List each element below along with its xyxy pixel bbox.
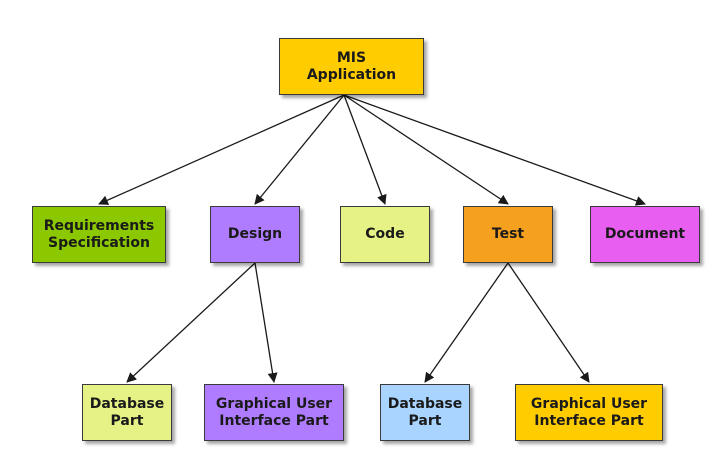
node-document: Document — [590, 206, 700, 263]
connector-arrow-root-to-test — [343, 94, 509, 205]
connector-arrow-root-to-code — [343, 94, 387, 205]
node-label-line: Interface Part — [534, 412, 644, 429]
node-design: Design — [210, 206, 300, 263]
node-label-line: Database — [387, 395, 463, 412]
node-label-line: Graphical User — [215, 395, 333, 412]
connector-arrow-root-to-requirements — [98, 94, 345, 205]
node-code: Code — [340, 206, 430, 263]
node-label-line: Test — [491, 226, 525, 242]
node-test: Test — [463, 206, 553, 263]
connector-arrow-design-to-design_db — [126, 262, 256, 383]
node-label-line: Part — [110, 412, 144, 429]
node-label-line: Application — [306, 66, 397, 83]
connector-arrow-test-to-test_db — [424, 262, 509, 383]
node-label-line: Graphical User — [530, 395, 648, 412]
node-label-line: MIS — [336, 49, 367, 66]
connector-arrow-test-to-test_gui — [507, 262, 590, 383]
node-label-line: Part — [408, 412, 442, 429]
node-label-line: Database — [89, 395, 165, 412]
connector-arrow-design-to-design_gui — [254, 262, 278, 383]
node-label-line: Code — [365, 226, 405, 242]
node-label-line: Requirements — [43, 217, 155, 234]
node-label-line: Document — [604, 226, 686, 242]
node-label-line: Interface Part — [219, 412, 329, 429]
connector-arrow-root-to-design — [254, 94, 345, 205]
node-label-line: Specification — [48, 234, 150, 251]
node-label-line: Design — [227, 226, 283, 242]
connector-arrow-root-to-document — [343, 94, 646, 206]
